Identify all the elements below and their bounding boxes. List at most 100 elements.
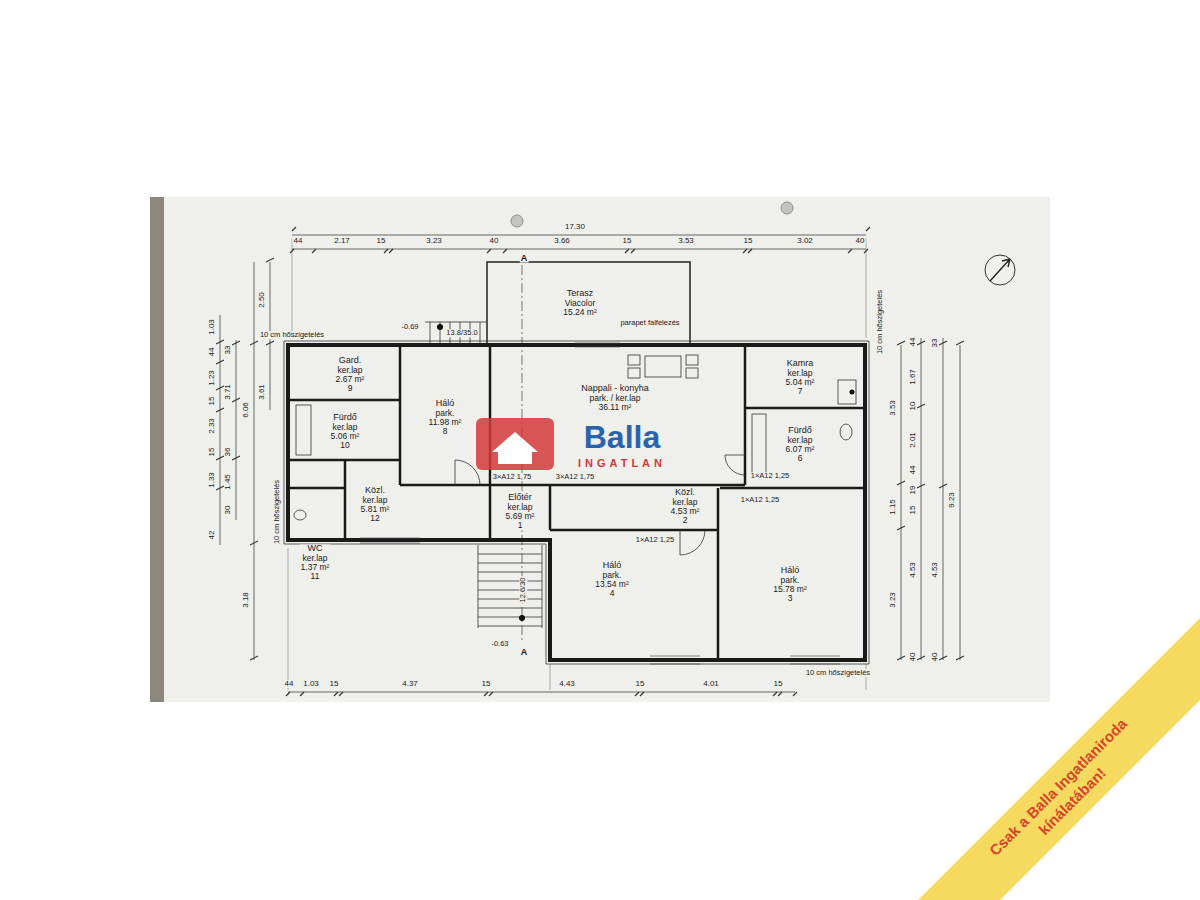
room-label-box: TeraszViacolor15.24 m² bbox=[562, 289, 598, 317]
room-label-box: Gard.ker.lap2.67 m²9 bbox=[335, 356, 366, 393]
dimension-label: 3.66 bbox=[553, 237, 571, 245]
dimension-label: 15 bbox=[208, 447, 216, 458]
watermark-logo-text: Balla bbox=[583, 421, 661, 453]
bathtub bbox=[296, 405, 311, 455]
chair bbox=[628, 355, 640, 365]
dimension-label: 15 bbox=[329, 680, 340, 688]
bathtub bbox=[752, 414, 766, 478]
door-swing bbox=[725, 455, 745, 475]
section-marker: A bbox=[520, 254, 529, 263]
room-name: Fürdő bbox=[330, 413, 361, 423]
dimension-label: 44 bbox=[284, 680, 295, 688]
room-info: 2.67 m² bbox=[335, 375, 366, 384]
listing-banner bbox=[918, 618, 1200, 900]
dimension-label: 10 bbox=[909, 401, 917, 412]
dimension-label: 1.33 bbox=[208, 471, 216, 489]
dimension-label: 2.01 bbox=[909, 431, 917, 449]
room-info: 5.81 m² bbox=[360, 505, 391, 514]
room-info: ker.lap bbox=[785, 436, 816, 445]
room-info: 10 bbox=[330, 441, 361, 450]
plan-note: 3×A12 1,75 bbox=[492, 473, 533, 481]
dimension-label: 19 bbox=[909, 485, 917, 496]
dimension-label: 3.02 bbox=[796, 237, 814, 245]
room-info: 4.53 m² bbox=[670, 507, 701, 516]
room-label-box: Előtérker.lap5.69 m²1 bbox=[505, 493, 536, 530]
room-info: ker.lap bbox=[335, 366, 366, 375]
room-info: ker.lap bbox=[785, 369, 816, 378]
dimension-label: 1.15 bbox=[889, 498, 897, 516]
room-info: Viacolor bbox=[562, 299, 598, 308]
room-info: park. bbox=[594, 571, 630, 580]
dimension-label: 44 bbox=[293, 237, 304, 245]
plan-note: 1×A12 1,25 bbox=[750, 472, 791, 480]
room-name: Közl. bbox=[670, 488, 701, 498]
outer-wall bbox=[288, 345, 865, 660]
dimension-label: 3.18 bbox=[242, 591, 250, 609]
room-name: Háló bbox=[772, 566, 808, 576]
room-info: 5.04 m² bbox=[785, 378, 816, 387]
dimension-label: 15 bbox=[743, 237, 754, 245]
dimension-tick bbox=[286, 227, 870, 696]
room-info: 5.06 m² bbox=[330, 432, 361, 441]
room-label-box: Nappali - konyhapark. / ker.lap36.11 m² bbox=[580, 384, 650, 412]
room-info: 7 bbox=[785, 387, 816, 396]
plan-note: 10 cm hőszigetelés bbox=[876, 289, 884, 355]
room-info: 5.69 m² bbox=[505, 512, 536, 521]
room-name: WC bbox=[300, 544, 331, 554]
room-label-box: Hálópark.11.98 m²8 bbox=[428, 399, 463, 436]
room-info: 1.37 m² bbox=[300, 563, 331, 572]
door-swing bbox=[680, 530, 705, 555]
room-info: 36.11 m² bbox=[580, 403, 650, 412]
window-mark bbox=[360, 343, 840, 664]
dimension-label: 15 bbox=[376, 237, 387, 245]
dimension-label: 44 bbox=[909, 337, 917, 348]
dimension-label: 1.23 bbox=[208, 369, 216, 387]
room-name: Terasz bbox=[562, 289, 598, 299]
dimension-label: 4.01 bbox=[702, 680, 720, 688]
watermark-logo bbox=[476, 418, 554, 470]
dimension-label: 2.50 bbox=[258, 291, 266, 309]
dimension-label: 30 bbox=[224, 505, 232, 516]
room-info: 9 bbox=[335, 384, 366, 393]
room-info: park. bbox=[428, 409, 463, 418]
dimension-label: 4.37 bbox=[401, 680, 419, 688]
room-info: ker.lap bbox=[505, 503, 536, 512]
chair bbox=[686, 368, 698, 378]
room-label-box: Fürdőker.lap5.06 m²10 bbox=[330, 413, 361, 450]
room-info: 6.07 m² bbox=[785, 445, 816, 454]
room-label-box: Hálópark.13.54 m²4 bbox=[594, 561, 630, 598]
room-info: 4 bbox=[594, 589, 630, 598]
extension-line bbox=[288, 238, 866, 690]
dimension-label: 40 bbox=[909, 652, 917, 663]
dimension-label: 1.67 bbox=[909, 368, 917, 386]
plan-note: 10 cm hőszigetelés bbox=[273, 479, 281, 545]
dimension-label: 42 bbox=[208, 530, 216, 541]
room-info: ker.lap bbox=[330, 423, 361, 432]
dimension-label: 33 bbox=[931, 338, 939, 349]
dining-table bbox=[645, 356, 681, 377]
dimension-label: 15 bbox=[773, 680, 784, 688]
toilet bbox=[840, 424, 852, 440]
terrace-steps bbox=[425, 322, 487, 345]
room-info: ker.lap bbox=[300, 554, 331, 563]
dimension-label: 15 bbox=[481, 680, 492, 688]
dimension-label: 3.53 bbox=[889, 399, 897, 417]
chair bbox=[628, 368, 640, 378]
dimension-label: 3.61 bbox=[258, 383, 266, 401]
dimension-label: 15 bbox=[909, 505, 917, 516]
dimension-label: 4.43 bbox=[558, 680, 576, 688]
plan-note: 13.8/35.0 bbox=[445, 329, 478, 337]
room-info: 15.78 m² bbox=[772, 585, 808, 594]
dimension-line bbox=[220, 262, 960, 660]
room-name: Előtér bbox=[505, 493, 536, 503]
dimension-label: 40 bbox=[931, 652, 939, 663]
photo-edge bbox=[150, 197, 164, 702]
plan-note: -0.69 bbox=[400, 323, 419, 331]
north-arrow bbox=[985, 255, 1015, 285]
dimension-label: 2.17 bbox=[333, 237, 351, 245]
pantry-dot bbox=[850, 390, 855, 395]
terrace-outline bbox=[487, 262, 690, 345]
dimension-line bbox=[288, 235, 866, 692]
banner-text: Csak a Balla Ingatlaniroda kínálatában! bbox=[966, 695, 1165, 894]
watermark-subtitle: INGATLAN bbox=[577, 458, 667, 469]
